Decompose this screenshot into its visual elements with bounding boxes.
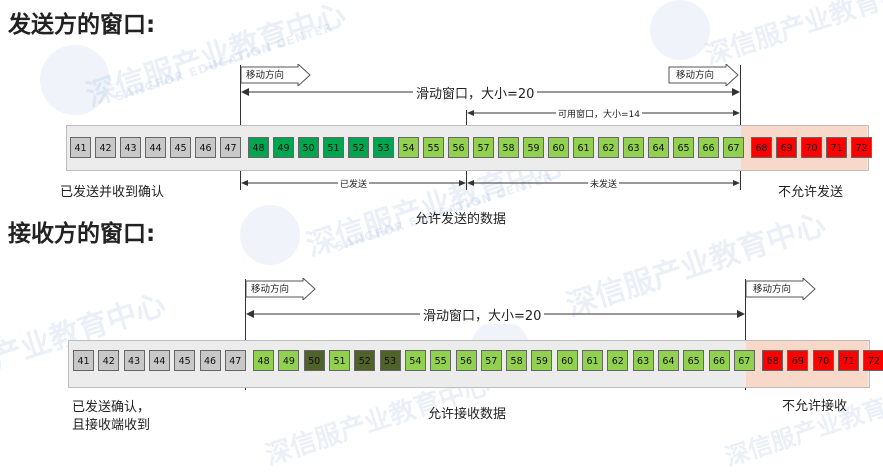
receiver-allowed-label: 允许接收数据 [428, 407, 507, 422]
sequence-cell: 53 [373, 137, 394, 158]
sequence-cell: 57 [473, 137, 494, 158]
sequence-cell: 71 [826, 137, 847, 158]
receiver-acked-label-line2: 且接收端收到 [72, 418, 151, 433]
sequence-cell: 70 [801, 137, 822, 158]
receiver-window-right-line [745, 279, 746, 390]
sequence-cell: 43 [120, 137, 141, 158]
receiver-direction-label-right: 移动方向 [753, 284, 792, 295]
receiver-title: 接收方的窗口: [8, 221, 156, 247]
sequence-cell: 57 [480, 350, 502, 371]
sequence-cell: 56 [448, 137, 469, 158]
sequence-cell: 47 [224, 350, 246, 371]
sequence-cell: 66 [708, 350, 730, 371]
sequence-cell: 52 [354, 350, 376, 371]
sequence-cell: 70 [812, 350, 834, 371]
sequence-cell: 60 [548, 137, 569, 158]
sequence-cell: 62 [607, 350, 629, 371]
sequence-cell: 42 [95, 137, 116, 158]
sequence-cell: 60 [556, 350, 578, 371]
sequence-cell: 72 [851, 137, 872, 158]
receiver-acked-label-line1: 已发送确认， [72, 400, 151, 415]
sequence-cell: 42 [98, 350, 120, 371]
sequence-cell: 41 [73, 350, 94, 371]
sequence-cell: 41 [70, 137, 91, 158]
sender-title: 发送方的窗口: [8, 12, 156, 38]
sequence-cell: 43 [123, 350, 145, 371]
sequence-cell: 45 [174, 350, 196, 371]
sequence-cell: 54 [398, 137, 419, 158]
sequence-cell: 44 [145, 137, 166, 158]
sender-window-label: 滑动窗口，大小=20 [413, 83, 538, 102]
sequence-cell: 48 [248, 137, 269, 158]
sequence-cell: 66 [698, 137, 719, 158]
sender-direction-arrow-right [668, 64, 739, 86]
sequence-cell: 71 [838, 350, 859, 371]
sequence-cell: 58 [506, 350, 528, 371]
receiver-window-label: 滑动窗口，大小=20 [420, 305, 545, 324]
sequence-cell: 46 [199, 350, 221, 371]
watermark-text: 深信服产业教育中心 [562, 206, 830, 324]
sequence-cell: 49 [273, 137, 294, 158]
watermark-logo-icon [40, 45, 110, 115]
sequence-cell: 65 [673, 137, 694, 158]
sender-forbidden-label: 不允许发送 [778, 185, 844, 200]
sequence-cell: 59 [523, 137, 544, 158]
sequence-cell: 68 [762, 350, 784, 371]
sender-allowed-label: 允许发送的数据 [415, 212, 507, 227]
receiver-window-left-line [245, 279, 246, 390]
sequence-cell: 67 [723, 137, 744, 158]
sequence-cell: 68 [751, 137, 772, 158]
sequence-cell: 61 [573, 137, 594, 158]
receiver-forbidden-label: 不允许接收 [782, 399, 848, 414]
sequence-cell: 50 [303, 350, 325, 371]
sequence-cell: 52 [348, 137, 369, 158]
sequence-cell: 46 [195, 137, 216, 158]
watermark-logo-icon [650, 0, 710, 60]
sequence-cell: 59 [531, 350, 553, 371]
sender-direction-label-left: 移动方向 [246, 70, 285, 81]
receiver-direction-arrow-left [245, 278, 316, 300]
sequence-cell: 63 [632, 350, 654, 371]
sequence-cell: 69 [787, 350, 809, 371]
sequence-cell: 61 [582, 350, 603, 371]
sequence-cell: 67 [733, 350, 755, 371]
sequence-cell: 58 [498, 137, 519, 158]
watermark-logo-icon [240, 205, 300, 265]
sequence-cell: 69 [776, 137, 797, 158]
sequence-cell: 62 [598, 137, 619, 158]
sequence-cell: 47 [220, 137, 241, 158]
watermark-text: 深信服产业教育中心 [701, 0, 883, 72]
receiver-direction-label-left: 移动方向 [251, 284, 290, 295]
sequence-cell: 65 [683, 350, 705, 371]
sequence-cell: 45 [170, 137, 191, 158]
sequence-cell: 54 [404, 350, 426, 371]
sequence-cell: 48 [253, 350, 275, 371]
sequence-cell: 51 [329, 350, 350, 371]
sequence-cell: 63 [623, 137, 644, 158]
sequence-cell: 55 [423, 137, 444, 158]
receiver-direction-arrow-right [745, 278, 816, 300]
sender-sent-label: 已发送 [338, 177, 370, 190]
sequence-cell: 51 [323, 137, 344, 158]
sequence-cell: 50 [298, 137, 319, 158]
sequence-cell: 44 [148, 350, 170, 371]
sequence-cell: 53 [379, 350, 401, 371]
sender-unsent-label: 未发送 [588, 177, 620, 190]
sender-usable-label: 可用窗口，大小=14 [556, 107, 642, 120]
sender-direction-arrow-left [240, 64, 311, 86]
sequence-cell: 64 [648, 137, 669, 158]
sequence-cell: 49 [278, 350, 300, 371]
sequence-cell: 72 [863, 350, 883, 371]
sequence-cell: 55 [430, 350, 452, 371]
sender-acked-label: 已发送并收到确认 [60, 185, 165, 200]
sender-direction-label-right: 移动方向 [676, 70, 715, 81]
sequence-cell: 64 [657, 350, 679, 371]
sequence-cell: 56 [455, 350, 477, 371]
